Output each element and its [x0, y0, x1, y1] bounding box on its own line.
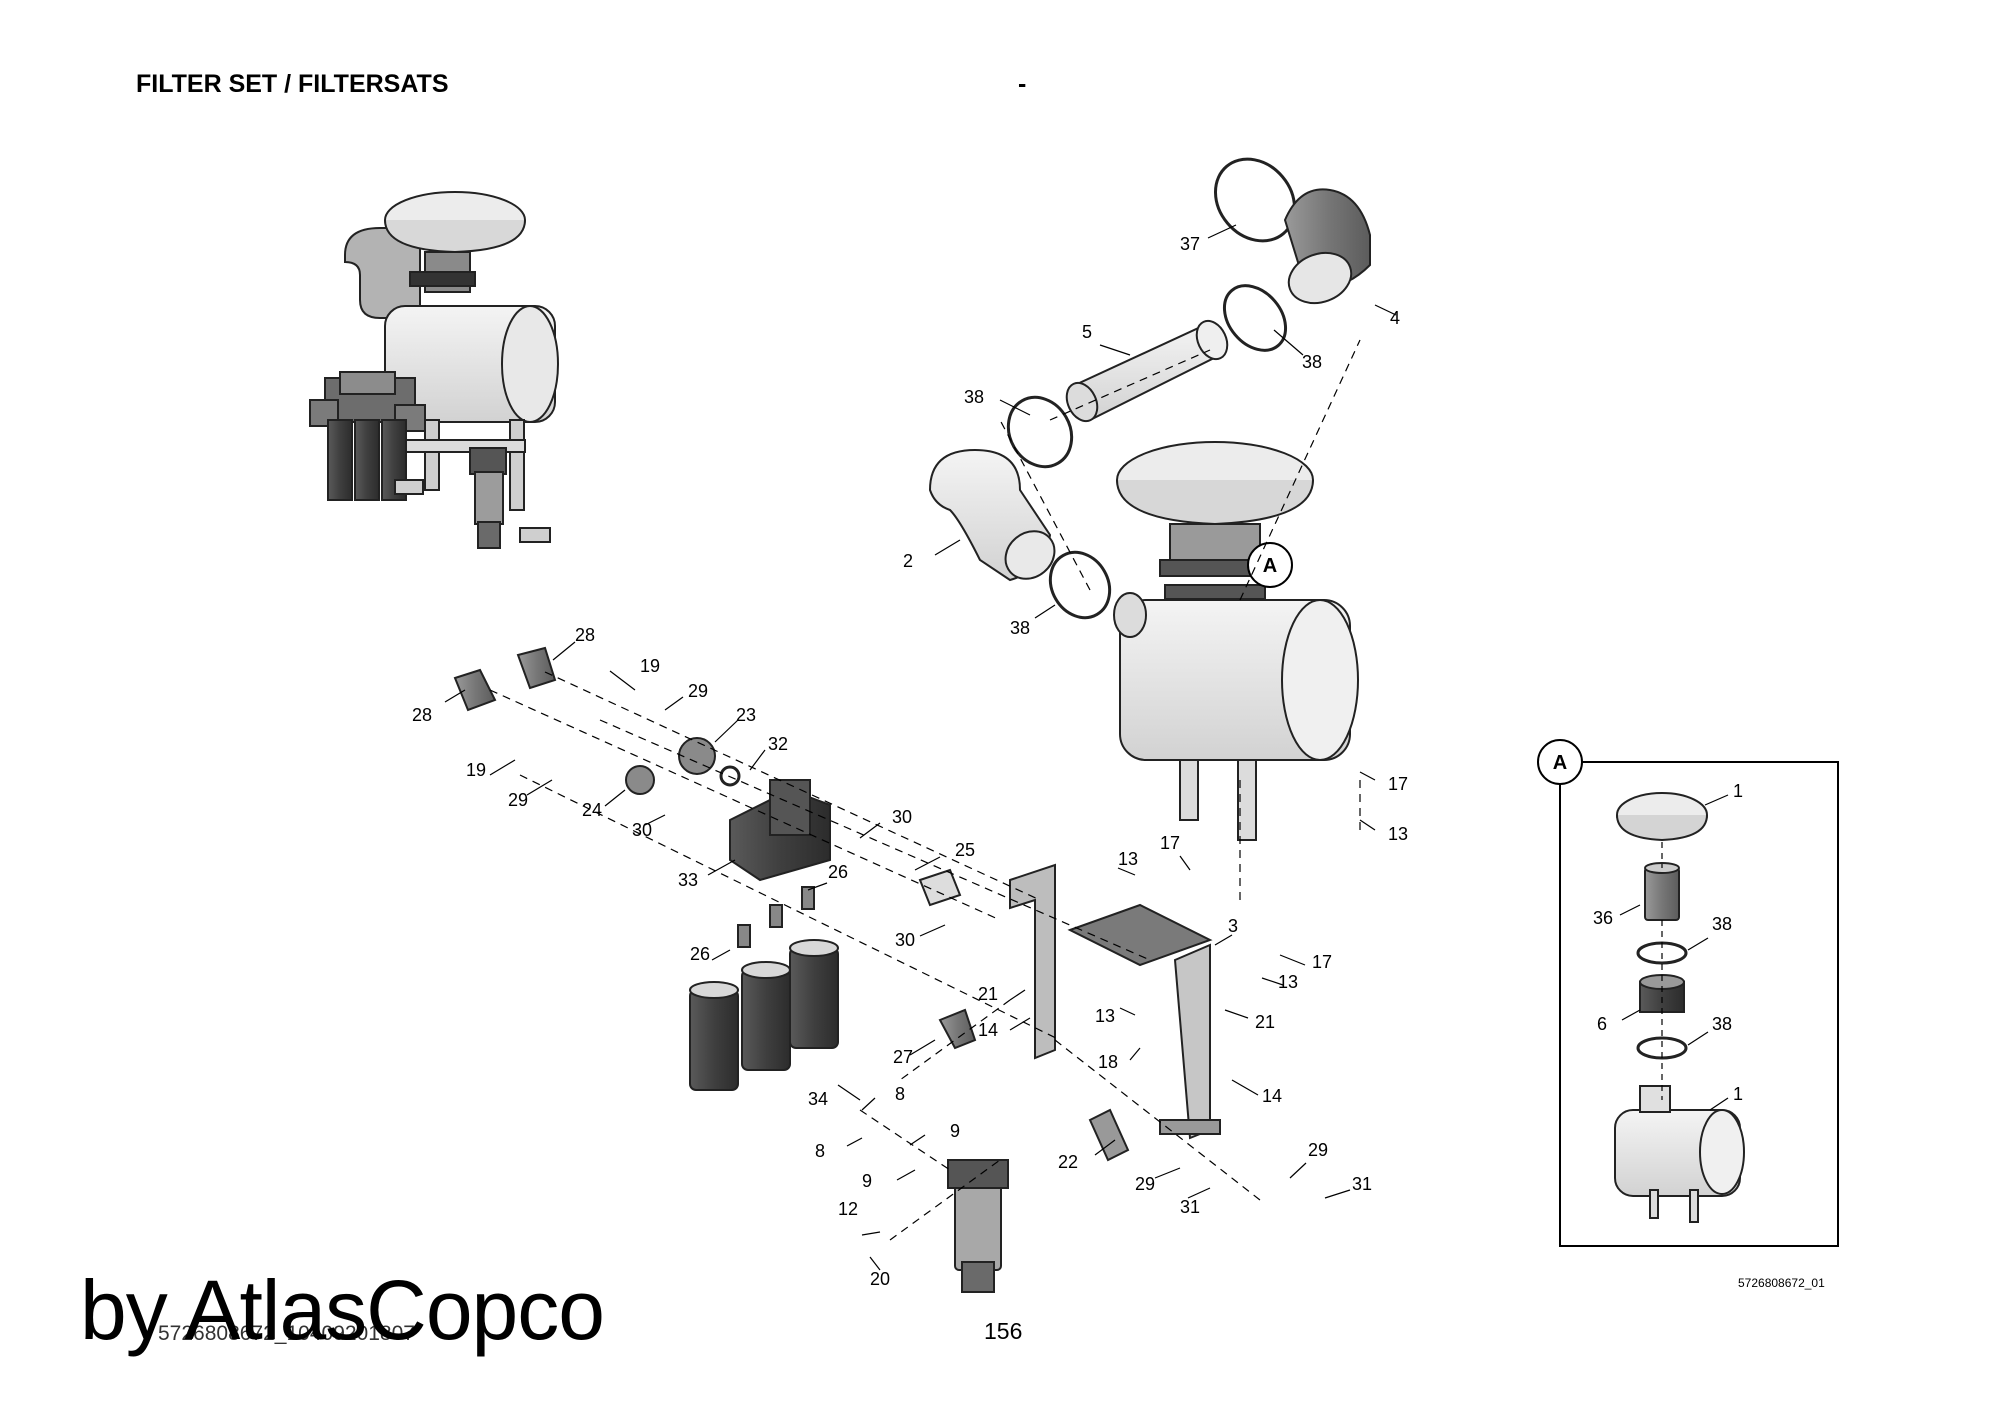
part-label: 4	[1390, 308, 1400, 328]
part-label: 2	[903, 551, 913, 571]
part-label: 13	[1118, 849, 1138, 869]
part-label: 29	[1135, 1174, 1155, 1194]
part-label: 28	[412, 705, 432, 725]
detail-label: 36	[1593, 908, 1613, 928]
part-label: 14	[1262, 1086, 1282, 1106]
document-reference: 5726808672_10409201807	[158, 1322, 415, 1345]
part-label: 17	[1312, 952, 1332, 972]
part-label: 13	[1278, 972, 1298, 992]
part-label: 3	[1228, 916, 1238, 936]
part-label: 29	[1308, 1140, 1328, 1160]
part-label: 12	[838, 1199, 858, 1219]
part-label: 38	[1302, 352, 1322, 372]
detail-view-a: A 1 36 38 6 38 1	[1537, 739, 1839, 1247]
part-label: 26	[828, 862, 848, 882]
part-label: 8	[895, 1084, 905, 1104]
part-label: 22	[1058, 1152, 1078, 1172]
detail-label: 6	[1597, 1014, 1607, 1034]
part-label: 29	[508, 790, 528, 810]
part-label: 14	[978, 1020, 998, 1040]
part-label: 25	[955, 840, 975, 860]
mounting-bracket	[1009, 863, 1221, 1162]
filter-manifold-parts	[453, 646, 1009, 1293]
part-label: 21	[978, 984, 998, 1004]
part-label: 8	[815, 1141, 825, 1161]
part-label: 34	[808, 1089, 828, 1109]
air-intake-parts	[928, 157, 1371, 841]
page-number: 156	[984, 1318, 1023, 1344]
part-label: 23	[736, 705, 756, 725]
part-label: 20	[870, 1269, 890, 1289]
part-label: 19	[466, 760, 486, 780]
part-label: 17	[1388, 774, 1408, 794]
part-label: 18	[1098, 1052, 1118, 1072]
part-label: 26	[690, 944, 710, 964]
overview-assembly	[309, 191, 559, 549]
part-label: 30	[892, 807, 912, 827]
part-label: 32	[768, 734, 788, 754]
part-label: 31	[1352, 1174, 1372, 1194]
part-label: 13	[1388, 824, 1408, 844]
part-label: 28	[575, 625, 595, 645]
part-label: 37	[1180, 234, 1200, 254]
detail-view-a-letter: A	[1553, 752, 1567, 774]
detail-label: 1	[1733, 781, 1743, 801]
part-label: 24	[582, 800, 602, 820]
watermark: by AtlasCopco	[80, 1263, 605, 1357]
part-label: 29	[688, 681, 708, 701]
detail-label: 38	[1712, 1014, 1732, 1034]
leader-lines	[444, 224, 1397, 1271]
header-center-mark: -	[1018, 70, 1027, 98]
part-label: 5	[1082, 322, 1092, 342]
part-label: 9	[950, 1121, 960, 1141]
part-label: 27	[893, 1047, 913, 1067]
detail-a-callout[interactable]: A	[1247, 542, 1293, 588]
detail-view-a-badge	[1537, 739, 1583, 785]
part-label: 13	[1095, 1006, 1115, 1026]
part-label: 30	[632, 820, 652, 840]
dashed-alignment-lines	[489, 339, 1361, 1241]
part-label: 19	[640, 656, 660, 676]
part-label: 21	[1255, 1012, 1275, 1032]
detail-label: 38	[1712, 914, 1732, 934]
part-label: 9	[862, 1171, 872, 1191]
page-title: FILTER SET / FILTERSATS	[136, 70, 449, 98]
part-label: 38	[964, 387, 984, 407]
drawing-code: 5726808672_01	[1738, 1276, 1825, 1290]
part-label: 33	[678, 870, 698, 890]
part-labels: 37 4 5 38 38 2 38 28 28 19 29 23 32 19 2…	[412, 234, 1408, 1289]
part-label: 17	[1160, 833, 1180, 853]
part-label: 31	[1180, 1197, 1200, 1217]
part-label: 30	[895, 930, 915, 950]
part-label: 38	[1010, 618, 1030, 638]
detail-a-callout-letter: A	[1263, 555, 1277, 577]
detail-label: 1	[1733, 1084, 1743, 1104]
